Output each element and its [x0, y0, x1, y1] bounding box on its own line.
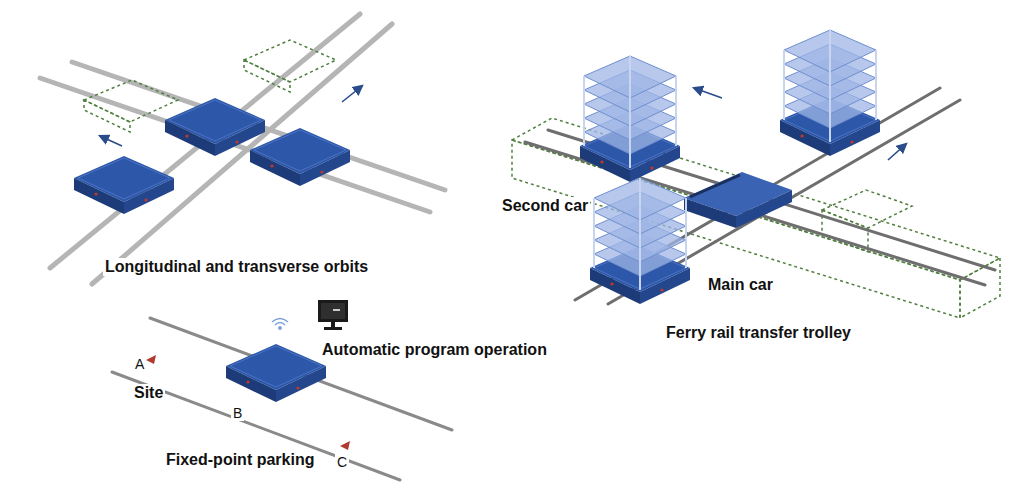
second-car — [580, 30, 880, 304]
trolley — [74, 98, 350, 214]
label: Ferry rail transfer trolley — [664, 324, 853, 342]
label: B — [231, 405, 244, 421]
monitor-icon — [318, 300, 348, 330]
label: Longitudinal and transverse orbits — [103, 258, 370, 276]
label: A — [133, 356, 146, 372]
direction-arrow — [694, 88, 906, 160]
label: Site — [132, 384, 165, 402]
site-marker — [146, 355, 350, 450]
trolley — [226, 344, 326, 402]
direction-arrow — [100, 86, 362, 146]
wifi-icon — [272, 319, 288, 330]
label: Automatic program operation — [320, 341, 549, 359]
main-car — [684, 172, 792, 228]
label: Second car — [500, 197, 590, 215]
cross-rails — [40, 14, 445, 284]
label: C — [335, 454, 349, 470]
label: Main car — [706, 276, 775, 294]
label: Fixed-point parking — [164, 451, 316, 469]
